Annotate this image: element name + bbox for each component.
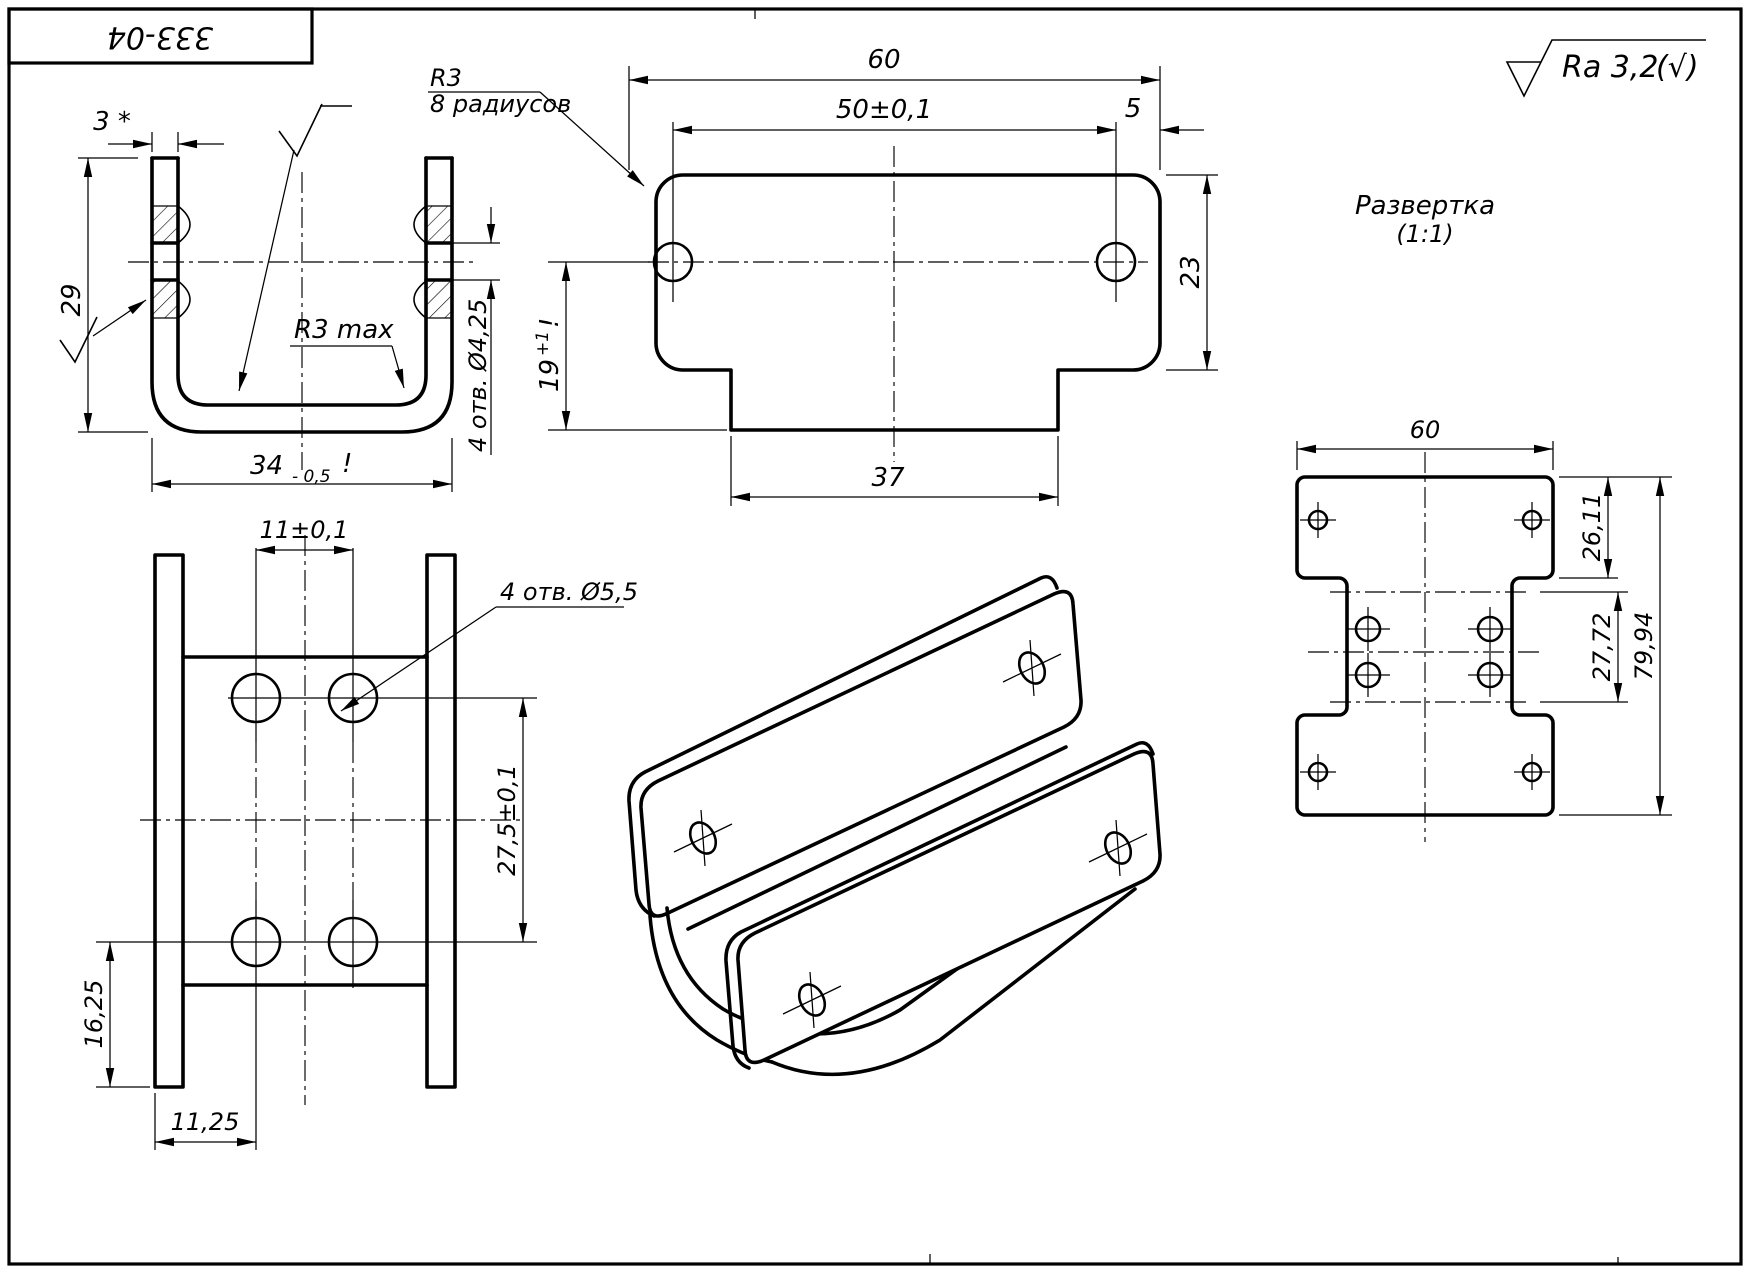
part-number: 333-04 (107, 20, 213, 55)
roughness-check-icon (278, 103, 352, 158)
roughness-check-icon (59, 316, 98, 364)
flat-pattern-scale: (1:1) (1396, 220, 1453, 248)
dim-top-width: 60 (867, 45, 900, 75)
dim-flat-width: 60 (1410, 416, 1441, 444)
hatch-area (152, 281, 178, 318)
roughness-value: Ra 3,2 (1562, 50, 1658, 85)
roughness-icon (1505, 39, 1706, 98)
isometric-view (627, 574, 1162, 1077)
front-holes-note: 4 отв. Ø5,5 (500, 578, 638, 606)
radius-note-line1: R3 (430, 64, 462, 92)
dim-hole-cols: 11±0,1 (260, 516, 349, 544)
surface-finish-note: Ra 3,2 (√) (1505, 39, 1706, 98)
dim-bottom-offset: 16,25 (80, 980, 108, 1049)
dim-width-tolerance: - 0,5 (292, 467, 331, 487)
dim-width: 34 (250, 451, 283, 481)
dim-flat-top: 26,11 (1578, 493, 1606, 562)
dim-width-mark: ! (342, 449, 352, 479)
hatch-area (152, 206, 178, 243)
hatch-area (426, 206, 452, 243)
dim-thickness: 3 * (93, 107, 131, 137)
dim-hole-span: 50±0,1 (836, 95, 932, 125)
hatch-area (426, 281, 452, 318)
dim-tab-depth-mark: ! (535, 318, 565, 328)
flat-pattern-view: Развертка (1:1) 60 26,11 (1295, 191, 1672, 842)
dim-tab-width: 37 (871, 463, 905, 493)
dim-height: 29 (57, 283, 87, 316)
flat-pattern-title: Развертка (1355, 191, 1495, 221)
dim-left-offset: 11,25 (171, 1108, 240, 1136)
dim-plate-height: 23 (1176, 255, 1206, 288)
section-view: R3 max 3 * 29 34 - 0,5 ! 4 отв. Ø4,2 (57, 103, 500, 492)
dim-edge-offset: 5 (1125, 94, 1142, 124)
radius-note-line2: 8 радиусов (430, 90, 571, 118)
dim-flat-total: 79,94 (1630, 612, 1658, 681)
inner-radius-note: R3 max (294, 315, 394, 345)
sheet-frame (7, 7, 1743, 1266)
title-stamp: 333-04 (7, 7, 314, 65)
dim-tab-depth: 19 (535, 359, 565, 392)
dim-hole-rows: 27,5±0,1 (493, 764, 521, 876)
top-view: 60 50±0,1 5 23 19 +1 ! 37 R3 8 радиусов (428, 45, 1218, 506)
front-view: 11±0,1 27,5±0,1 16,25 11,25 4 отв. Ø5,5 (80, 516, 638, 1150)
dim-tab-depth-sup: +1 (533, 331, 553, 356)
dim-flat-mid: 27,72 (1588, 613, 1616, 682)
roughness-default-mark: (√) (1656, 50, 1699, 85)
dim-section-holes: 4 отв. Ø4,25 (464, 299, 492, 452)
